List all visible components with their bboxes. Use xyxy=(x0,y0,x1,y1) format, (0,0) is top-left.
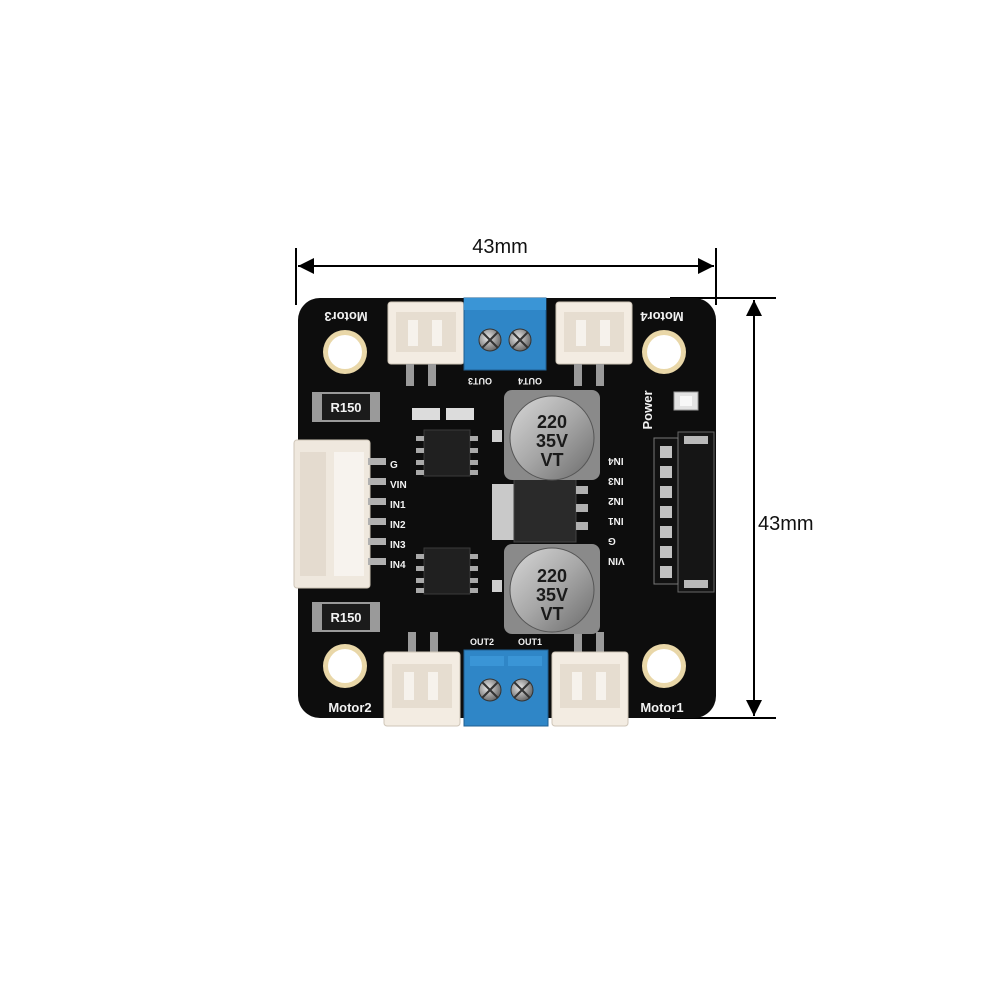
capacitor-voltage: 35V xyxy=(536,431,568,451)
motor4-connector xyxy=(555,301,633,386)
height-label: 43mm xyxy=(758,513,814,535)
out4-label: OUT4 xyxy=(518,376,542,386)
left-pin-header xyxy=(293,439,371,589)
mounting-hole-top-right xyxy=(642,330,686,374)
out1-label: OUT1 xyxy=(518,637,542,647)
right-pin-label: IN4 xyxy=(608,455,624,466)
right-pin-label: IN3 xyxy=(608,475,624,486)
driver-ic-bottom xyxy=(416,547,478,595)
left-pin-label: G xyxy=(390,460,398,471)
resistor-top: R150 xyxy=(312,392,380,422)
left-pin-label: IN1 xyxy=(390,500,406,511)
screw-terminal-bottom xyxy=(463,649,549,727)
motor2-connector xyxy=(383,632,461,727)
motor1-label: Motor1 xyxy=(640,700,683,715)
voltage-regulator xyxy=(492,475,588,543)
right-pin-label: IN2 xyxy=(608,495,624,506)
motor4-label: Motor4 xyxy=(640,309,684,324)
right-pin-label: IN1 xyxy=(608,515,624,526)
capacitor-value: 220 xyxy=(537,566,567,586)
mounting-hole-bottom-left xyxy=(323,644,367,688)
resistor-bottom: R150 xyxy=(312,602,380,632)
left-pin-label: IN4 xyxy=(390,560,406,571)
capacitor-value: 220 xyxy=(537,412,567,432)
left-pin-contacts xyxy=(368,458,386,565)
capacitor-series: VT xyxy=(540,450,563,470)
capacitor-bottom: 220 35V VT xyxy=(504,544,600,634)
capacitor-top: 220 35V VT xyxy=(504,390,600,481)
out3-label: OUT3 xyxy=(468,376,492,386)
screw-terminal-top xyxy=(463,297,547,371)
out2-label: OUT2 xyxy=(470,637,494,647)
mounting-hole-bottom-right xyxy=(642,644,686,688)
capacitor-series: VT xyxy=(540,604,563,624)
width-label: 43mm xyxy=(472,236,528,258)
motor3-label: Motor3 xyxy=(324,309,367,324)
motor2-label: Motor2 xyxy=(328,700,371,715)
motor3-connector xyxy=(387,301,465,386)
capacitor-voltage: 35V xyxy=(536,585,568,605)
right-pin-label: G xyxy=(608,535,616,546)
left-pin-label: IN2 xyxy=(390,520,406,531)
left-pin-label: IN3 xyxy=(390,540,406,551)
right-pin-header xyxy=(653,431,715,593)
right-pin-label: VIN xyxy=(608,555,625,566)
left-pin-label: VIN xyxy=(390,480,407,491)
width-dimension: 43mm xyxy=(295,236,717,305)
power-label: Power xyxy=(640,390,655,429)
resistor-top-label: R150 xyxy=(330,400,361,415)
power-led xyxy=(673,391,699,411)
driver-ic-top xyxy=(416,429,478,477)
resistor-bottom-label: R150 xyxy=(330,610,361,625)
mounting-hole-top-left xyxy=(323,330,367,374)
motor1-connector xyxy=(551,632,629,727)
small-smd-parts xyxy=(412,408,502,592)
pcb-board: Motor3 Motor4 Motor2 Motor1 xyxy=(293,297,716,727)
